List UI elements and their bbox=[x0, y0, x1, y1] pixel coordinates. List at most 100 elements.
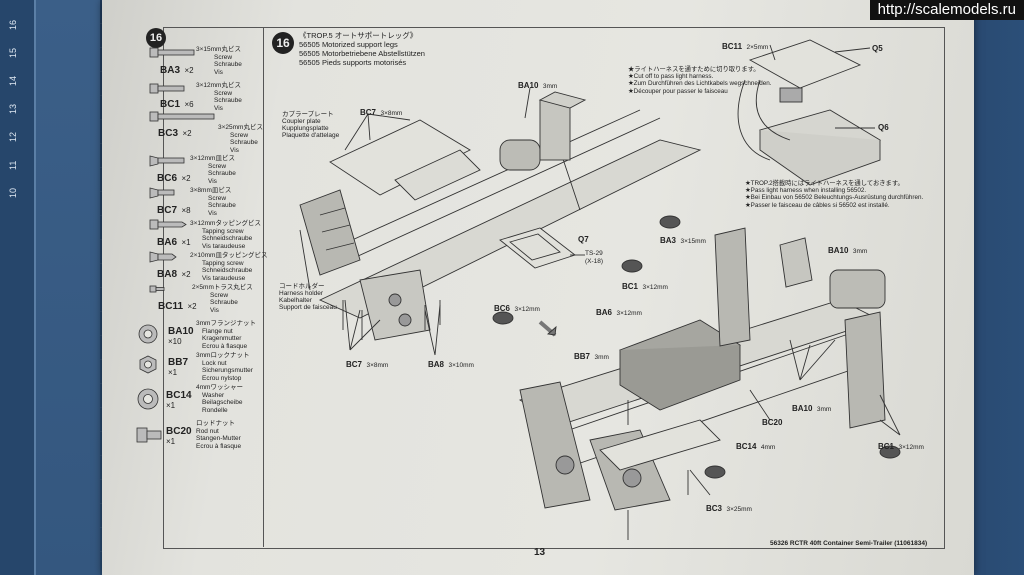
part-desc-jp: ロッドナット bbox=[196, 420, 235, 427]
mat-edge bbox=[972, 0, 1024, 575]
harness-de: Kabelhalter bbox=[279, 297, 312, 304]
callout-code: BA10 bbox=[828, 246, 849, 255]
callout-ba8: BA8 3×10mm bbox=[428, 354, 474, 372]
callout-size: 4mm bbox=[760, 444, 776, 451]
callout-q5: Q5 bbox=[872, 44, 883, 53]
part-qty: ×2 bbox=[182, 129, 192, 138]
callout-code: BA10 bbox=[518, 81, 539, 90]
parts-item: 3mmフランジナット Flange nut Kragenmutter Ecrou… bbox=[196, 320, 256, 350]
trop2-note-fr: ★Passer le faisceau de câbles si 56502 e… bbox=[745, 201, 890, 209]
part-code: BA6 bbox=[157, 237, 178, 248]
part-code: BC3 bbox=[158, 128, 179, 139]
part-label: BA3 ×2 bbox=[160, 60, 194, 78]
part-desc-fr: Rondelle bbox=[202, 406, 228, 414]
screw-bc3-icon bbox=[149, 111, 215, 122]
part-desc-fr: Vis bbox=[230, 146, 239, 154]
parts-item: 3×12mm皿ビス Screw Schraube Vis bbox=[190, 155, 236, 185]
callout-code: BC3 bbox=[706, 504, 723, 513]
coupler-de: Kupplungsplatte bbox=[282, 125, 329, 132]
footer-title: 56326 RCTR 40ft Container Semi-Trailer (… bbox=[770, 540, 928, 547]
harness-holder-label: コードホルダー Harness holder Kabelhalter Suppo… bbox=[279, 280, 337, 311]
part-label: BA6 ×1 bbox=[157, 232, 191, 250]
parts-item: 2×5mmトラス丸ビス Screw Schraube Vis bbox=[192, 284, 253, 314]
callout-size: 3×8mm bbox=[366, 362, 389, 369]
part-desc-de: Beilagscheibe bbox=[202, 399, 243, 406]
cut-note: ★ライトハーネスを通すために切り取ります。 ★Cut off to pass l… bbox=[628, 66, 772, 95]
part-label: BC14×1 bbox=[166, 390, 192, 410]
callout-code: BC7 bbox=[346, 360, 363, 369]
part-qty: ×8 bbox=[181, 206, 191, 215]
part-desc-en: Tapping screw bbox=[202, 259, 244, 267]
part-desc-jp: 2×5mmトラス丸ビス bbox=[192, 284, 253, 291]
part-desc-jp: 3mmロックナット bbox=[196, 352, 250, 359]
parts-item: 4mmワッシャー Washer Beilagscheibe Rondelle bbox=[196, 384, 243, 414]
callout-ba10-top: BA10 3mm bbox=[518, 75, 557, 93]
title-fr: 56505 Pieds supports motorisés bbox=[299, 58, 407, 67]
callout-size: 3×12mm bbox=[642, 284, 668, 291]
callout-code: BC1 bbox=[622, 282, 639, 291]
parts-divider bbox=[263, 27, 264, 547]
callout-ba10-right: BA10 3mm bbox=[828, 240, 867, 258]
callout-bc1-mid: BC1 3×12mm bbox=[622, 276, 668, 294]
part-desc-de: Schraube bbox=[214, 61, 242, 68]
callout-code: BA10 bbox=[792, 404, 813, 413]
parts-item: 3×12mm丸ビス Screw Schraube Vis bbox=[196, 82, 242, 112]
part-desc-jp: 3mmフランジナット bbox=[196, 320, 256, 327]
callout-ba3: BA3 3×15mm bbox=[660, 230, 706, 248]
part-code: BA8 bbox=[157, 269, 178, 280]
part-qty: ×10 bbox=[168, 337, 182, 346]
part-desc-fr: Ecrou à flasque bbox=[196, 442, 242, 450]
callout-code: BC7 bbox=[360, 108, 377, 117]
callout-bc3: BC3 3×25mm bbox=[706, 498, 752, 516]
part-desc-de: Sicherungsmutter bbox=[202, 367, 253, 374]
callout-size: (X-18) bbox=[585, 258, 604, 265]
watermark-link[interactable]: http://scalemodels.ru bbox=[869, 0, 1024, 20]
part-desc-en: Screw bbox=[214, 53, 233, 61]
callout-size: 3mm bbox=[816, 406, 832, 413]
part-label: BA10×10 bbox=[168, 326, 194, 346]
cut-note-jp: ★ライトハーネスを通すために切り取ります。 bbox=[628, 66, 760, 73]
callout-size: 3×12mm bbox=[514, 306, 540, 313]
part-desc-jp: 2×10mm皿タッピングビス bbox=[190, 252, 268, 259]
part-qty: ×2 bbox=[184, 66, 194, 75]
part-desc-jp: 3×25mm丸ビス bbox=[218, 124, 263, 131]
part-desc-de: Kragenmutter bbox=[202, 335, 242, 342]
part-label: BA8 ×2 bbox=[157, 264, 191, 282]
cut-note-de: ★Zum Durchführen des Lichtkabels wegschn… bbox=[628, 80, 772, 88]
part-desc-fr: Ecrou à flasque bbox=[202, 342, 248, 350]
callout-size: 3×10mm bbox=[448, 362, 474, 369]
rod-nut-bc20-icon bbox=[136, 427, 162, 443]
part-desc-fr: Ecrou nylstop bbox=[202, 374, 242, 382]
callout-size: 3×25mm bbox=[726, 506, 752, 513]
callout-ba6: BA6 3×12mm bbox=[596, 302, 642, 320]
part-desc-en: Washer bbox=[202, 391, 225, 399]
part-label: BC6 ×2 bbox=[157, 168, 191, 186]
coupler-jp: カプラープレート bbox=[282, 111, 334, 118]
part-code: BC11 bbox=[158, 301, 184, 312]
instruction-page bbox=[102, 0, 974, 575]
callout-bc11: BC11 2×5mm bbox=[722, 36, 768, 54]
screw-bc6-icon bbox=[149, 155, 185, 167]
part-label: BC20×1 bbox=[166, 426, 192, 446]
part-desc-en: Screw bbox=[230, 131, 249, 139]
callout-ts29: TS-29(X-18) bbox=[585, 250, 603, 266]
part-label: BC7 ×8 bbox=[157, 200, 191, 218]
callout-size: 3×12mm bbox=[616, 310, 642, 317]
part-desc-de: Schneidschraube bbox=[202, 267, 253, 274]
part-qty: ×6 bbox=[184, 100, 194, 109]
ruler-edge bbox=[36, 0, 100, 575]
parts-step-number: 16 bbox=[146, 28, 166, 48]
cut-note-en: ★Cut off to pass light harness. bbox=[628, 73, 714, 81]
part-code: BC20 bbox=[166, 426, 192, 437]
part-desc-fr: Vis bbox=[210, 306, 219, 314]
part-desc-en: Rod nut bbox=[196, 427, 219, 435]
trop2-note-en: ★Pass light harness when installing 5650… bbox=[745, 187, 867, 195]
coupler-plate-label: カプラープレート Coupler plate Kupplungsplatte P… bbox=[282, 108, 339, 139]
part-code: BA3 bbox=[160, 65, 181, 76]
part-desc-en: Screw bbox=[214, 89, 233, 97]
screw-bc7-icon bbox=[149, 187, 175, 199]
parts-item: 3×15mm丸ビス Screw Schraube Vis bbox=[196, 46, 242, 76]
callout-size: 3×8mm bbox=[380, 110, 403, 117]
